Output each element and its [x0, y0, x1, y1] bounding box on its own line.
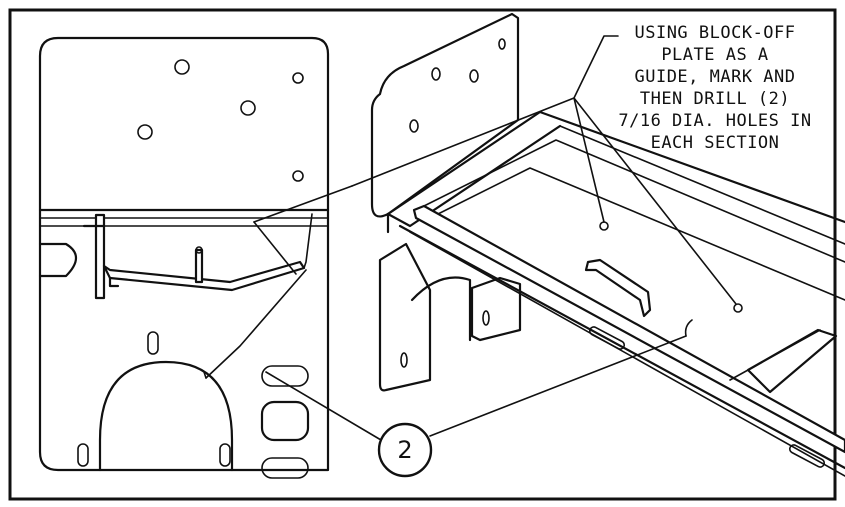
plate-slot — [219, 443, 231, 467]
drawing-border — [8, 8, 837, 501]
plate-slot — [77, 443, 89, 467]
note-line: 7/16 DIA. HOLES IN — [618, 111, 812, 131]
note-line: EACH SECTION — [650, 133, 780, 153]
block-off-plate — [38, 36, 353, 479]
callout-circle — [377, 422, 433, 478]
plate-hole — [240, 100, 256, 116]
plate-slot — [260, 400, 310, 442]
plate-hole — [137, 124, 153, 140]
note-line: THEN DRILL (2) — [639, 89, 791, 109]
plate-slot — [261, 457, 309, 479]
plate-slot — [261, 365, 309, 387]
note-line: PLATE AS A — [661, 45, 769, 65]
drill-mark — [599, 221, 609, 231]
frame-section — [351, 12, 845, 477]
plate-hole — [292, 170, 304, 182]
drill-mark — [733, 303, 743, 313]
plate-hole — [174, 59, 190, 75]
plate-slot — [147, 331, 159, 355]
note-line: USING BLOCK-OFF — [634, 23, 796, 43]
callout-number: 2 — [397, 436, 413, 464]
drilling-instruction-note: USING BLOCK-OFF PLATE AS A GUIDE, MARK A… — [590, 22, 840, 154]
note-line: GUIDE, MARK AND — [634, 67, 796, 87]
plate-hole — [292, 72, 304, 84]
